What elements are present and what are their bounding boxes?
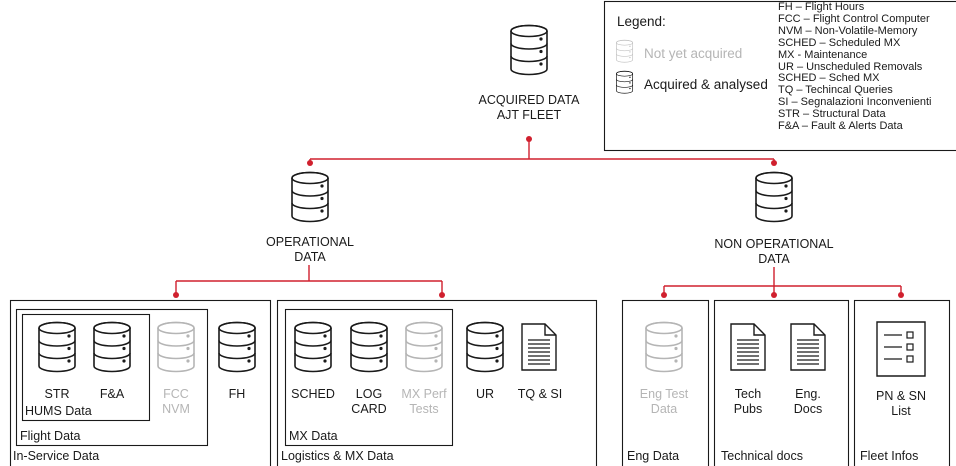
eng-data-box xyxy=(621,299,710,466)
legend-abbreviation: NVM – Non-Volatile-Memory xyxy=(778,24,918,37)
root-database-icon xyxy=(510,24,548,76)
ur-database-icon xyxy=(466,321,504,373)
fleet-infos-label: Fleet Infos xyxy=(860,449,919,463)
hums-data-box xyxy=(21,313,151,422)
fh-database-icon xyxy=(218,321,256,373)
fa-label: F&A xyxy=(99,387,125,401)
operational-database-icon xyxy=(291,171,329,223)
card-label: CARD xyxy=(351,402,387,416)
in-service-label: In-Service Data xyxy=(13,449,100,463)
operational-label-line2: DATA xyxy=(294,250,326,264)
non-operational-database-icon xyxy=(755,171,793,223)
mx-data-box xyxy=(284,308,454,447)
mx-perf-label: MX Perf xyxy=(401,387,447,401)
tech-label: Tech xyxy=(734,387,762,401)
log-label: LOG xyxy=(355,387,383,401)
legend-abbreviation: FH – Flight Hours xyxy=(778,2,865,13)
eng-test-data-label: Data xyxy=(650,402,678,416)
eng-docs-document-icon xyxy=(790,323,826,371)
legend-box xyxy=(603,0,956,152)
fh-label: FH xyxy=(228,387,246,401)
eng-test-database-icon xyxy=(645,321,683,373)
pn-sn-checklist-icon xyxy=(876,321,926,377)
legend-not-acquired-label: Not yet acquired xyxy=(644,46,743,61)
nvm-label: NVM xyxy=(162,402,190,416)
mx-perf-tests-database-icon xyxy=(405,321,443,373)
tests-label: Tests xyxy=(409,402,439,416)
root-connector xyxy=(307,136,777,166)
fcc-nvm-database-icon xyxy=(157,321,195,373)
root-label-line2: AJT FLEET xyxy=(496,108,562,122)
non-operational-connector xyxy=(661,267,904,298)
legend-abbreviation: FCC – Flight Control Computer xyxy=(778,12,930,25)
tq-si-document-icon xyxy=(521,323,557,371)
hums-data-label: HUMS Data xyxy=(25,404,92,418)
str-database-icon xyxy=(38,321,76,373)
docs-label: Docs xyxy=(793,402,823,416)
pubs-label: Pubs xyxy=(733,402,763,416)
legend-abbreviation: MX - Maintenance xyxy=(778,48,868,61)
operational-connector xyxy=(173,265,445,298)
legend-abbreviation: SCHED – Sched MX xyxy=(778,72,880,85)
log-card-database-icon xyxy=(350,321,388,373)
root-label-line1: ACQUIRED DATA xyxy=(478,93,580,107)
tq-si-label: TQ & SI xyxy=(517,387,563,401)
non-operational-label-line2: DATA xyxy=(758,252,790,266)
in-service-box xyxy=(9,299,272,466)
technical-docs-box xyxy=(713,299,850,466)
fleet-infos-box xyxy=(853,299,951,466)
legend-abbreviation: F&A – Fault & Alerts Data xyxy=(778,120,903,133)
non-operational-label-line1: NON OPERATIONAL xyxy=(714,237,834,251)
legend-abbreviation: STR – Structural Data xyxy=(778,108,886,121)
fa-database-icon xyxy=(93,321,131,373)
fcc-label: FCC xyxy=(163,387,189,401)
technical-docs-label: Technical docs xyxy=(721,449,803,463)
operational-label-line1: OPERATIONAL xyxy=(266,235,354,249)
legend-title: Legend: xyxy=(617,14,666,29)
eng-test-label: Eng Test xyxy=(639,387,689,401)
legend-abbreviation: TQ – Techincal Queries xyxy=(778,84,893,97)
sched-label: SCHED xyxy=(291,387,335,401)
flight-data-label: Flight Data xyxy=(20,429,81,443)
tech-pubs-document-icon xyxy=(730,323,766,371)
logistics-label: Logistics & MX Data xyxy=(281,449,394,463)
sched-database-icon xyxy=(294,321,332,373)
str-label: STR xyxy=(44,387,70,401)
legend-acquired-icon xyxy=(616,70,634,94)
legend-abbreviation: SI – Segnalazioni Inconvenienti xyxy=(778,96,932,109)
logistics-box xyxy=(276,299,598,466)
legend-acquired-label: Acquired & analysed xyxy=(644,77,768,92)
legend-abbreviation: UR – Unscheduled Removals xyxy=(778,60,923,73)
eng-data-label: Eng Data xyxy=(627,449,680,463)
eng-docs-label: Eng. xyxy=(795,387,821,401)
list-label: List xyxy=(891,404,911,418)
legend-not-acquired-icon xyxy=(616,39,634,63)
ur-label: UR xyxy=(475,387,495,401)
flight-data-box xyxy=(15,308,209,447)
pn-sn-label: PN & SN xyxy=(875,389,927,403)
mx-data-label: MX Data xyxy=(289,429,338,443)
legend-abbreviation: SCHED – Scheduled MX xyxy=(778,36,901,49)
